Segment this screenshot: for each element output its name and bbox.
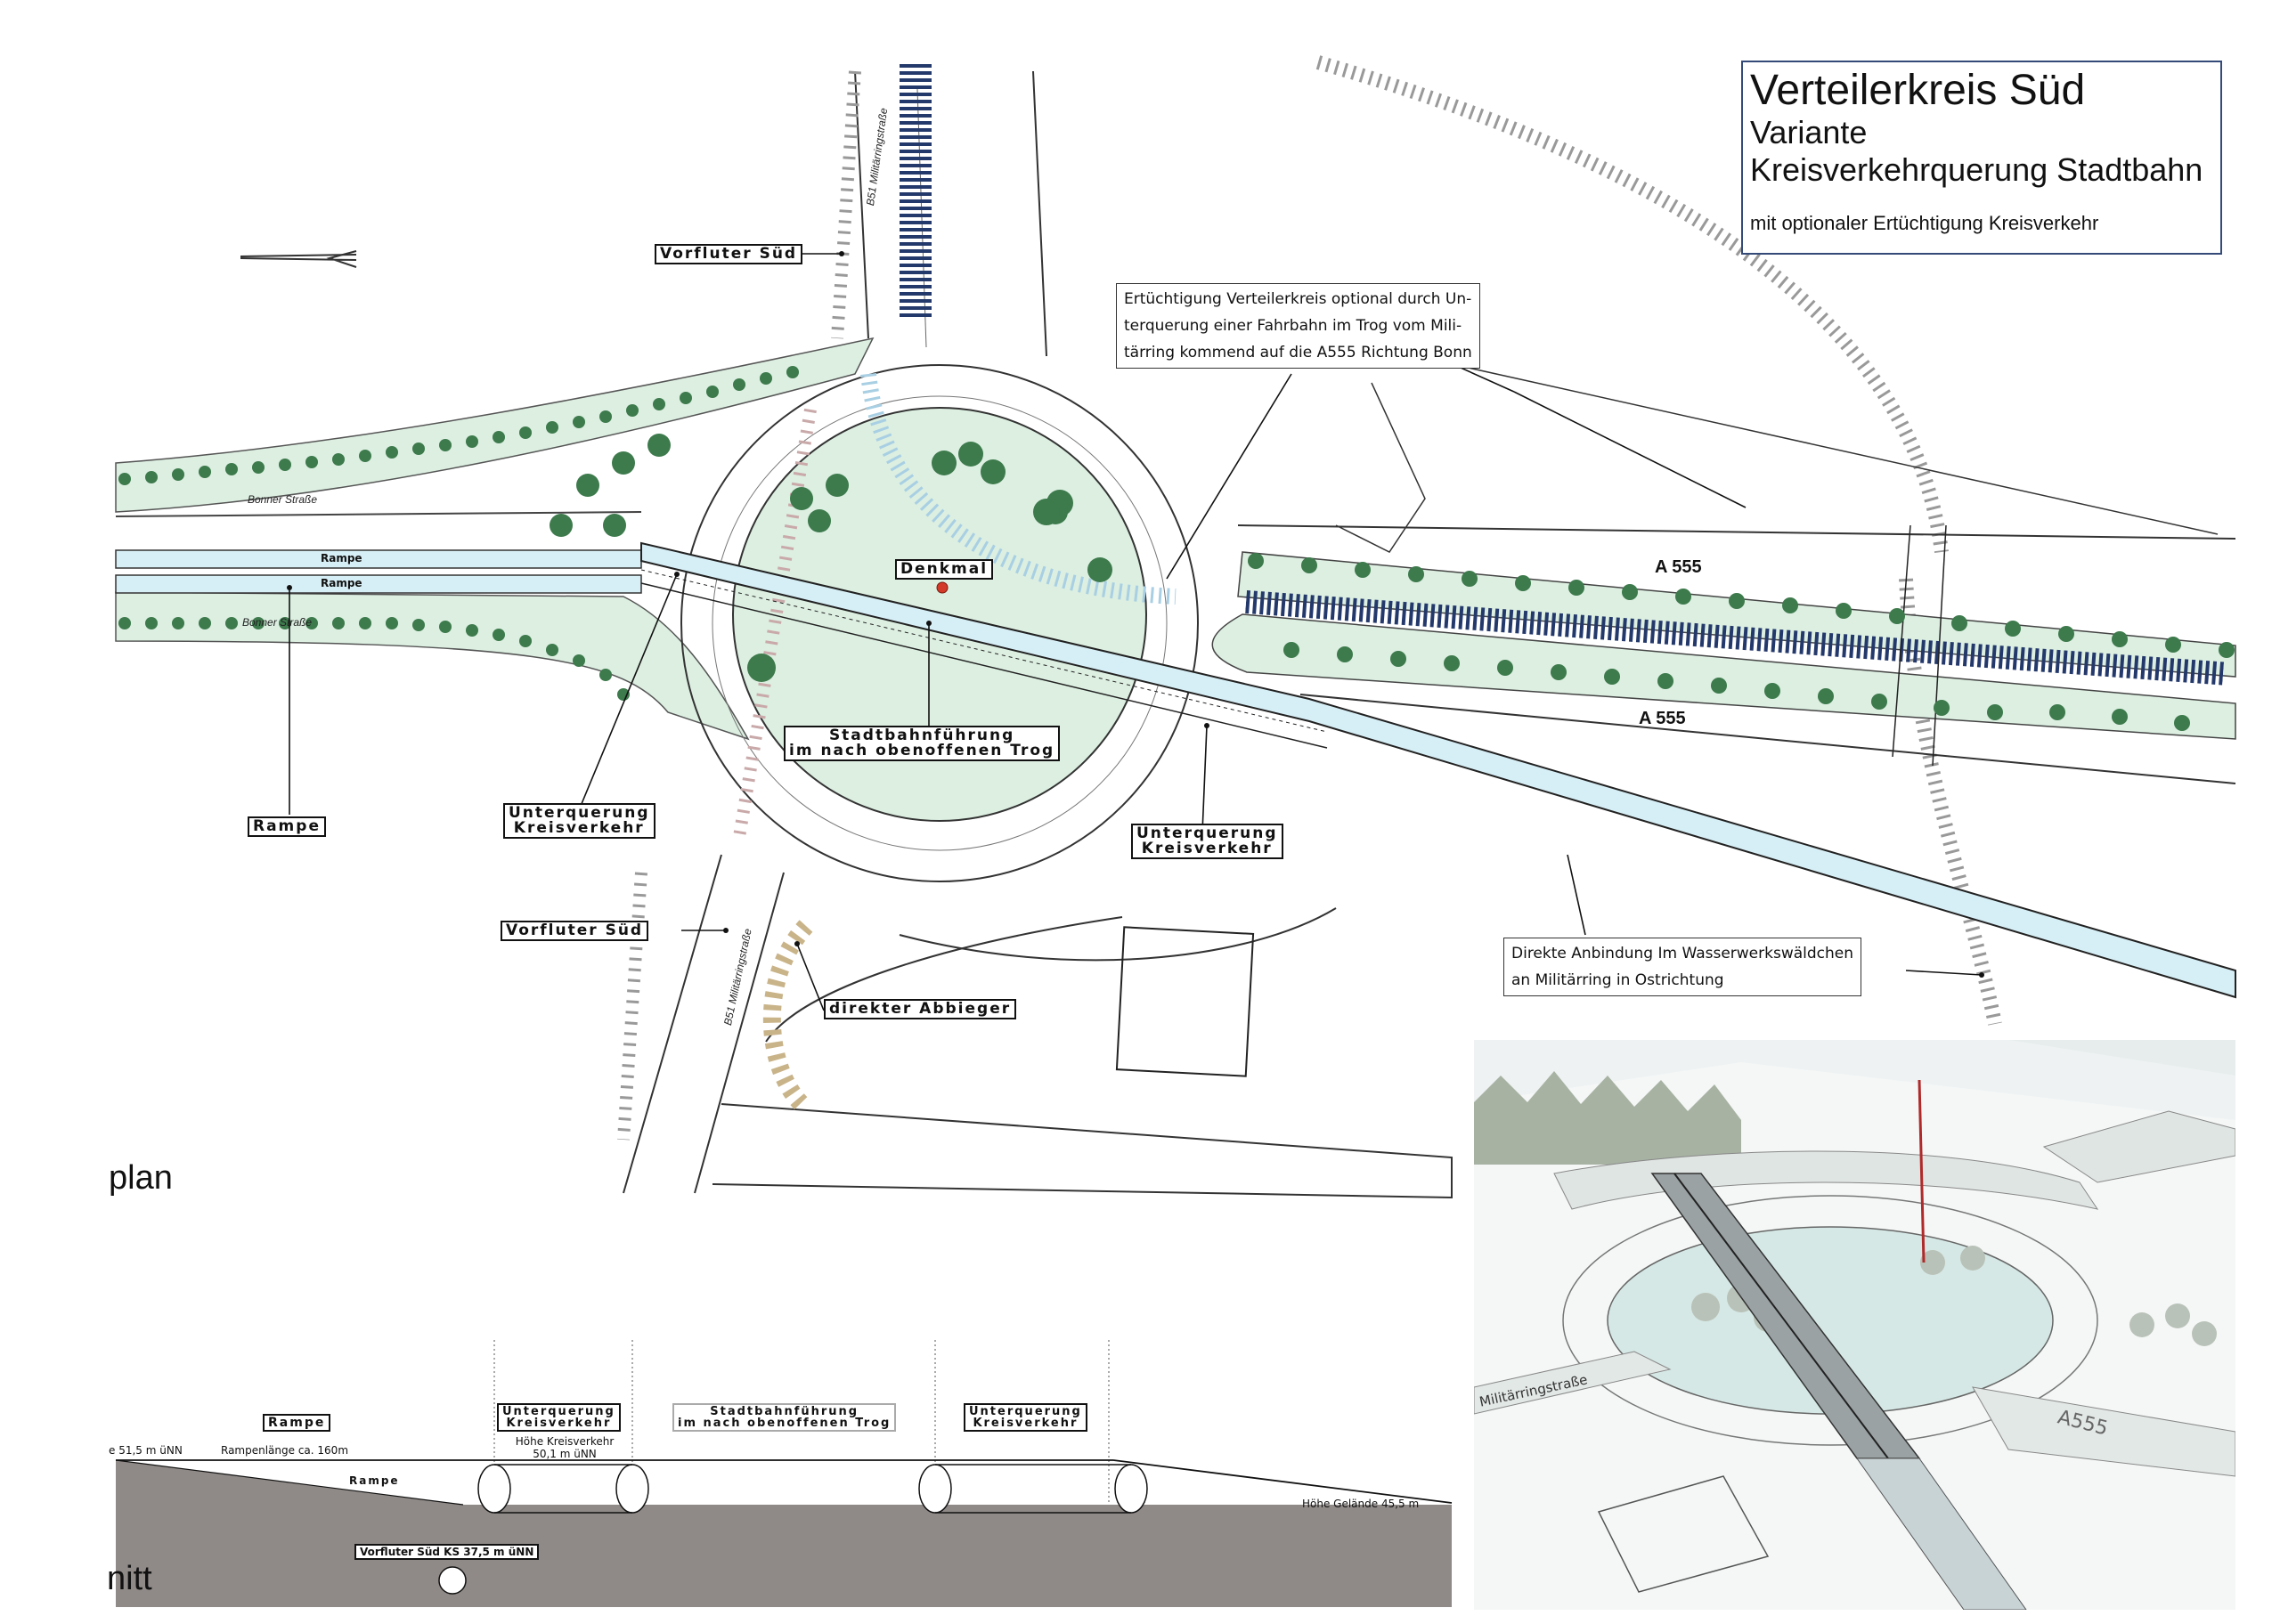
label-denkmal: Denkmal [895,559,994,580]
note-direkte-anbindung: Direkte Anbindung Im Wasserwerkswäldchen… [1503,938,1862,996]
label-vorfluter-south: Vorfluter Süd [501,921,649,941]
crosswalk-a555 [1245,590,2225,686]
label-unterquerung-right: Unterquerung Kreisverkehr [1131,824,1283,859]
tree-row-bonner-north [118,366,799,537]
title-main: Verteilerkreis Süd [1750,67,2086,114]
rampe-track-north [115,549,642,569]
section-title-plan: plan [109,1159,173,1197]
label-vorfluter-north: Vorfluter Süd [655,244,803,264]
title-box: Verteilerkreis Süd Variante Kreisverkehr… [1741,61,2222,255]
label-bonner-strasse-north: Bonner Straße [248,493,318,506]
a555-south-green [1211,613,2236,740]
denkmal-marker [936,581,949,594]
label-direkter-abbieger: direkter Abbieger [824,999,1017,1019]
section-vorfluter-pipe [438,1566,467,1595]
title-variant-name: Kreisverkehrquerung Stadtbahn [1750,151,2203,188]
section-ground [116,1460,1452,1607]
section-label-rampe: Rampe [263,1414,331,1432]
section-label-hoehe-kreis: Höhe Kreisverkehr 50,1 m üNN [515,1435,615,1460]
direkter-abbieger-lane [762,920,813,1111]
section-rampe-slope: Rampe [349,1474,400,1487]
label-rampe-track-2: Rampe [321,577,362,589]
ne-border-arc [1315,55,1949,553]
tree-row-bonner-south [118,617,630,701]
section-label-vorfluter: Vorfluter Süd KS 37,5 m üNN [354,1544,540,1560]
tree-row-a555-north [1248,553,2235,658]
tree-cluster-roundabout [747,442,1112,682]
section-label-stadtbahn: Stadtbahnführung im nach obenoffenen Tro… [672,1403,897,1432]
section-hoehe-gelaende: Höhe Gelände 45,5 m [1302,1498,1420,1510]
building-outline [1115,926,1255,1077]
render-forest [1474,1071,1741,1165]
bonner-strasse-south-green [115,591,750,741]
bonner-strasse-north-green [115,337,875,513]
label-rampe-track-1: Rampe [321,552,362,564]
section-rampenlaenge: Rampenlänge ca. 160m [221,1444,349,1457]
render-3d-inset: Militärringstraße A555 [1474,1040,2235,1610]
label-a555-south: A 555 [1639,709,1686,728]
stadtbahn-trough [640,541,2236,999]
section-label-unterquerung-left: Unterquerung Kreisverkehr [497,1403,621,1432]
title-variant: Variante [1750,114,1868,150]
label-bonner-strasse-south: Bonner Straße [242,616,313,629]
north-arrow [240,250,357,268]
section-label-unterquerung-right: Unterquerung Kreisverkehr [964,1403,1087,1432]
roundabout-outer-ring [680,364,1199,882]
label-unterquerung-left: Unterquerung Kreisverkehr [503,803,656,839]
section-tube-2 [918,1464,952,1514]
crosswalk-north [900,62,932,321]
label-rampe: Rampe [248,816,326,837]
title-subtitle: mit optionaler Ertüchtigung Kreisverkehr [1750,212,2099,234]
rampe-track-south [115,574,642,594]
section-left-level: e 51,5 m üNN [109,1444,183,1457]
section-tube-1 [477,1464,511,1514]
render-3d-drawing [1474,1040,2235,1610]
label-a555-north: A 555 [1655,557,1702,577]
note-ertuechtigung: Ertüchtigung Verteilerkreis optional dur… [1116,283,1480,369]
label-stadtbahnfuehrung: Stadtbahnführung im nach obenoffenen Tro… [784,726,1061,761]
section-title-schnitt: nitt [107,1560,152,1597]
tree-row-a555-south [1283,642,2190,731]
